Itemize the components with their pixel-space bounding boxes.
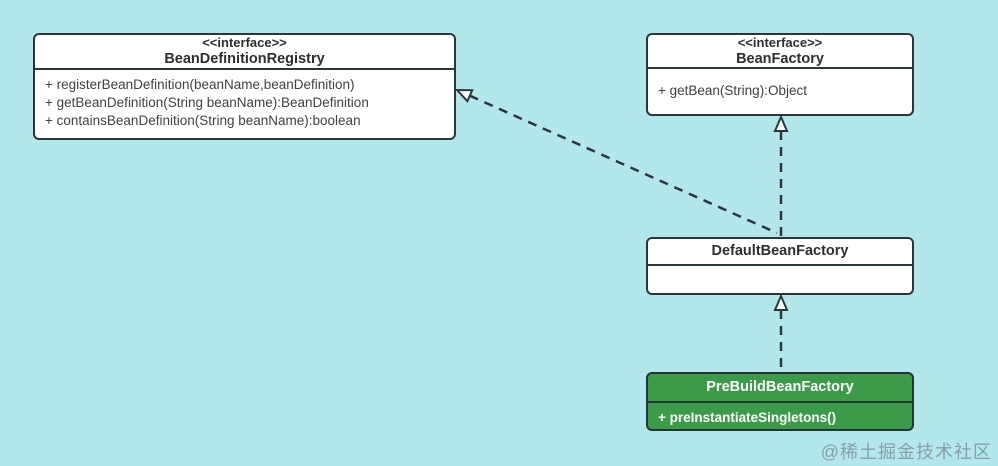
- class-members: + registerBeanDefinition(beanName,beanDe…: [35, 70, 454, 130]
- stereotype-label: <<interface>>: [737, 34, 823, 50]
- member-line: + getBeanDefinition(String beanName):Bea…: [45, 95, 369, 110]
- class-box-pre-build-bean-factory: PreBuildBeanFactory + preInstantiateSing…: [646, 372, 914, 431]
- class-header: <<interface>> BeanFactory: [648, 35, 912, 69]
- arrow-default-to-beanfactory: [773, 114, 789, 237]
- class-name: BeanFactory: [736, 50, 824, 67]
- class-box-bean-definition-registry: <<interface>> BeanDefinitionRegistry + r…: [33, 33, 456, 140]
- member-line: + getBean(String):Object: [658, 83, 807, 98]
- arrow-prebuild-to-default: [773, 293, 789, 372]
- class-name: BeanDefinitionRegistry: [164, 51, 325, 67]
- class-header: <<interface>> BeanDefinitionRegistry: [35, 35, 454, 70]
- arrow-default-to-registry: [454, 88, 778, 235]
- class-members: + preInstantiateSingletons(): [648, 403, 912, 427]
- class-name: DefaultBeanFactory: [711, 243, 849, 259]
- class-members: [648, 266, 912, 271]
- class-members: + getBean(String):Object: [648, 69, 912, 100]
- class-name: PreBuildBeanFactory: [706, 379, 854, 395]
- stereotype-label: <<interface>>: [202, 35, 287, 50]
- member-line: + containsBeanDefinition(String beanName…: [45, 113, 361, 128]
- member-line: + registerBeanDefinition(beanName,beanDe…: [45, 77, 355, 92]
- watermark-text: @稀土掘金技术社区: [820, 442, 992, 462]
- class-box-default-bean-factory: DefaultBeanFactory: [646, 237, 914, 295]
- class-header: DefaultBeanFactory: [648, 239, 912, 266]
- class-header: PreBuildBeanFactory: [648, 374, 912, 403]
- member-line: + preInstantiateSingletons(): [658, 410, 837, 425]
- class-box-bean-factory: <<interface>> BeanFactory + getBean(Stri…: [646, 33, 914, 116]
